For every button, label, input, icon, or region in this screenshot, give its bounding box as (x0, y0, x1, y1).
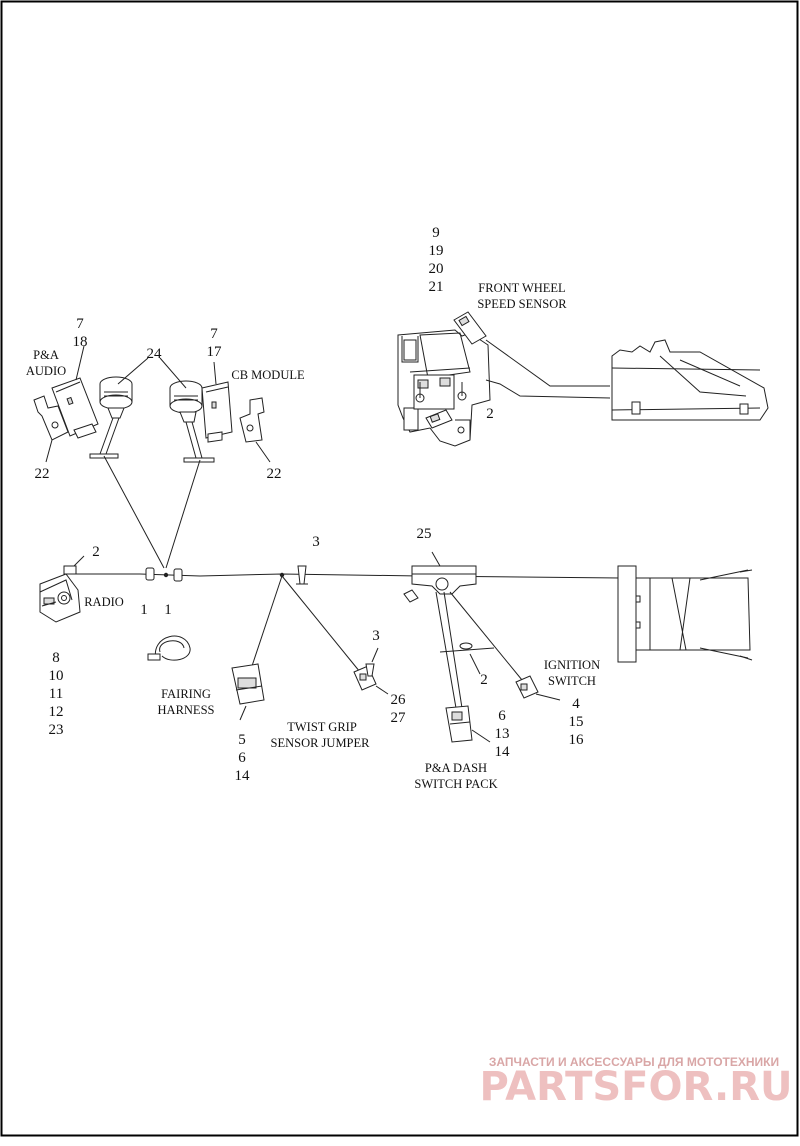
bracket-left (33, 395, 69, 441)
callout-twist-2: 27 (391, 710, 407, 726)
radio-unit (39, 555, 85, 623)
callout-radio-3: 11 (49, 686, 63, 702)
bracket-25 (403, 551, 477, 603)
callout-cb-2: 17 (207, 344, 223, 360)
callout-plugs: 24 (147, 346, 163, 362)
callouts: 9 19 20 21 2 7 18 24 7 17 22 22 2 1 1 3 … (35, 225, 585, 784)
label-ignition-1: IGNITION (544, 658, 600, 672)
callout-clip-b: 1 (164, 602, 172, 618)
label-twist-1: TWIST GRIP (287, 720, 357, 734)
callout-radio-4: 12 (49, 704, 64, 720)
label-cb-module: CB MODULE (231, 368, 305, 382)
callout-padash-2: 13 (495, 726, 510, 742)
callout-sensor-clip: 2 (486, 406, 494, 422)
dash-clip-2 (439, 642, 495, 653)
callout-pushpin-a: 3 (312, 534, 320, 550)
plug-left (89, 376, 133, 459)
label-padash-2: SWITCH PACK (414, 777, 497, 791)
label-radio: RADIO (84, 595, 124, 609)
component-labels: FRONT WHEEL SPEED SENSOR P&A AUDIO CB MO… (26, 281, 600, 791)
callout-padash-1: 6 (498, 708, 506, 724)
callout-fairing-2: 6 (238, 750, 246, 766)
callout-bracket-left: 22 (35, 466, 50, 482)
fairing-harness-connector (231, 663, 265, 705)
speed-sensor-connector (453, 311, 487, 345)
label-pa-audio-2: AUDIO (26, 364, 66, 378)
callout-fairing-3: 14 (235, 768, 251, 784)
clip-1a (145, 567, 155, 581)
callout-sensor-3: 20 (429, 261, 444, 277)
lower-fork-tube (617, 565, 753, 663)
label-pa-audio-1: P&A (33, 348, 59, 362)
callout-fairing-1: 5 (238, 732, 246, 748)
callout-audio-1: 7 (76, 316, 84, 332)
label-padash-1: P&A DASH (425, 761, 487, 775)
front-fork-assembly (397, 329, 491, 447)
clip-1b (173, 568, 183, 582)
callout-radio-clip: 2 (92, 544, 100, 560)
callout-sensor-4: 21 (429, 279, 444, 295)
callout-radio-5: 23 (49, 722, 64, 738)
label-twist-2: SENSOR JUMPER (271, 736, 371, 750)
callout-clip-a: 1 (140, 602, 148, 618)
callout-ignition-3: 16 (569, 732, 585, 748)
label-ignition-2: SWITCH (548, 674, 596, 688)
callout-ignition-1: 4 (572, 696, 580, 712)
callout-twist-1: 26 (391, 692, 407, 708)
callout-padash-3: 14 (495, 744, 511, 760)
callout-ignition-2: 15 (569, 714, 584, 730)
label-front-wheel-1: FRONT WHEEL (478, 281, 565, 295)
watermark-tagline: ЗАПЧАСТИ И АКСЕССУАРЫ ДЛЯ МОТОТЕХНИКИ (489, 1055, 779, 1069)
cable-clamp (147, 635, 191, 661)
label-fairing-2: HARNESS (158, 703, 215, 717)
callout-bracket-25: 25 (417, 526, 432, 542)
callout-sensor-2: 19 (429, 243, 444, 259)
padash-connector (445, 705, 473, 743)
watermark-brand: PARTSFOR.RU (479, 1064, 792, 1110)
upper-fork-tube (611, 339, 769, 421)
callout-audio-2: 18 (73, 334, 88, 350)
callout-sensor-1: 9 (432, 225, 440, 241)
cb-module (201, 381, 233, 443)
callout-bracket-right: 22 (267, 466, 282, 482)
bracket-right (239, 397, 265, 443)
pa-audio-module (51, 377, 99, 439)
watermark: ЗАПЧАСТИ И АКСЕССУАРЫ ДЛЯ МОТОТЕХНИКИ PA… (479, 1055, 792, 1110)
callout-dash-clip: 2 (480, 672, 488, 688)
pushpin-3b (365, 663, 375, 677)
callout-radio-2: 10 (49, 668, 64, 684)
callout-pushpin-b: 3 (372, 628, 380, 644)
callout-cb-1: 7 (210, 326, 218, 342)
ignition-connector (515, 675, 539, 699)
label-fairing-1: FAIRING (161, 687, 211, 701)
callout-radio-1: 8 (52, 650, 60, 666)
label-front-wheel-2: SPEED SENSOR (477, 297, 567, 311)
pushpin-3a (296, 565, 308, 585)
